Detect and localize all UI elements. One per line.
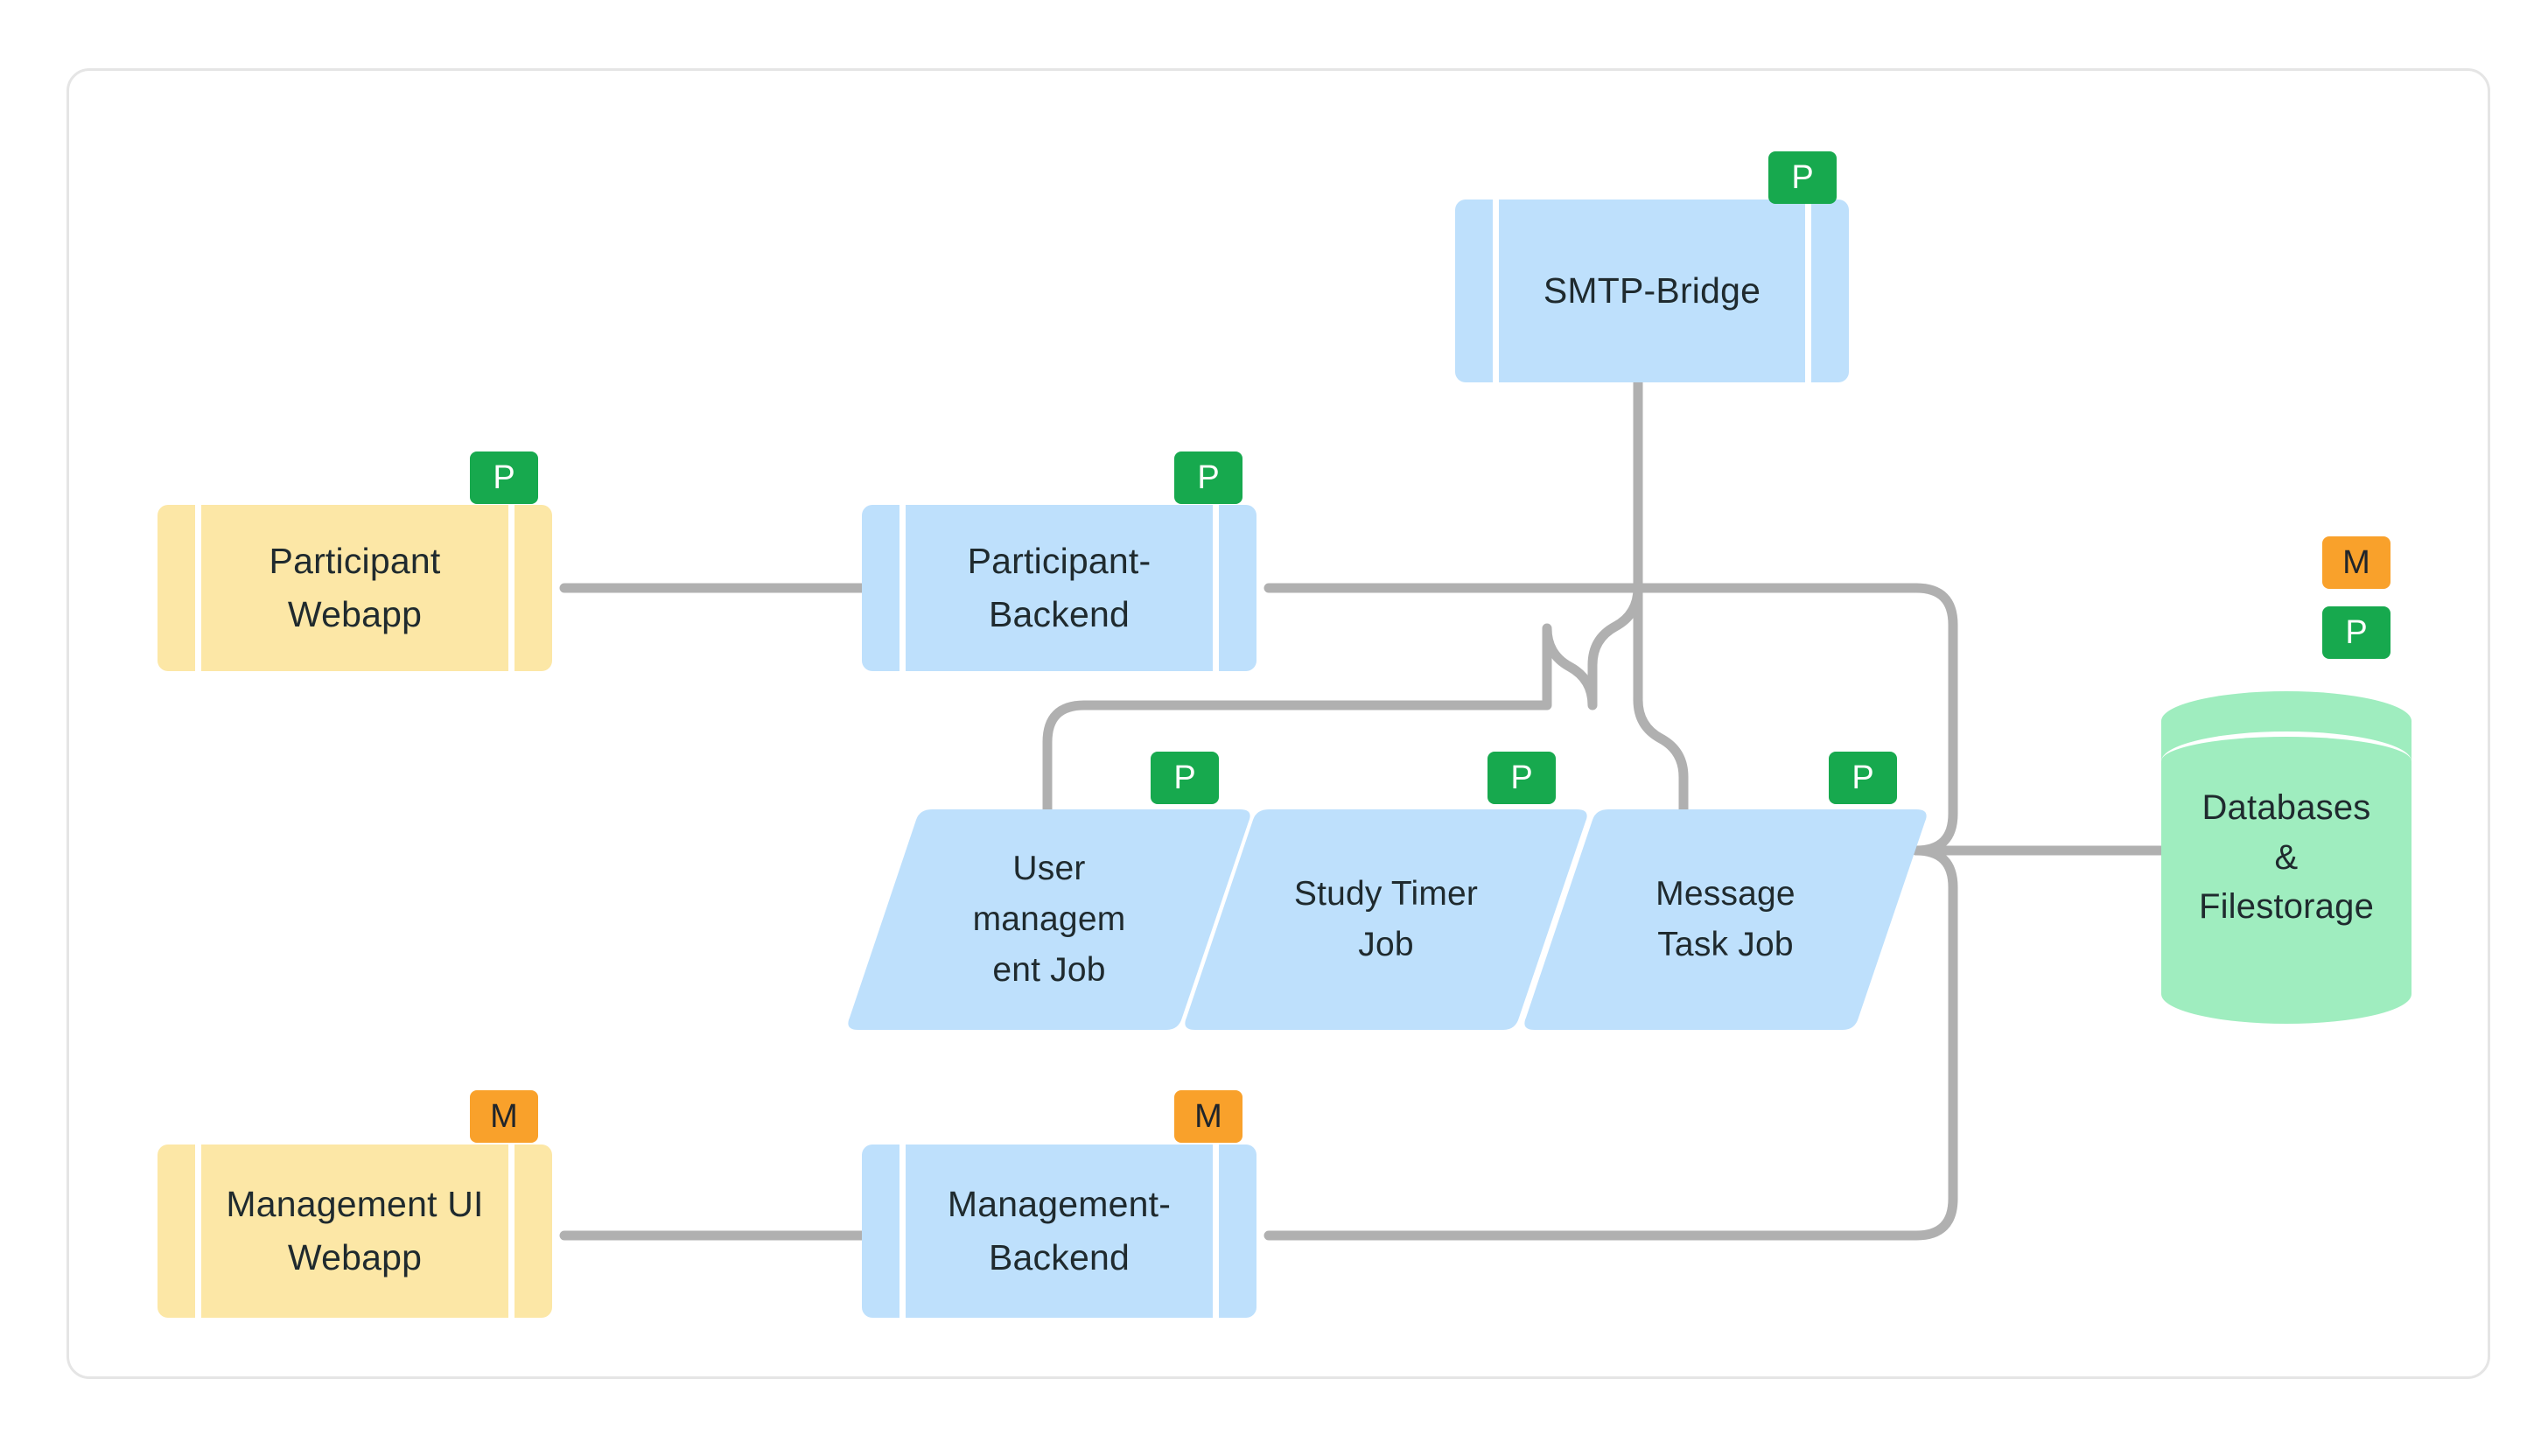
component-slit-right [1213,1144,1219,1318]
badge-participant-backend-p: P [1174,452,1242,504]
badge-databases-filestorage-m: M [2322,536,2390,589]
parallelogram-shape [1524,809,1927,1030]
badge-message-task-job-p: P [1829,752,1897,804]
badge-smtp-bridge-p: P [1768,151,1837,204]
badge-user-management-job-p: P [1151,752,1219,804]
node-message-task-job[interactable]: Message Task Job [1521,809,1930,1030]
cylinder-rim [2161,732,2412,791]
node-label-management-backend: Management- Backend [947,1184,1172,1278]
node-label-databases-filestorage: Databases & Filestorage [2198,788,2375,927]
badge-participant-webapp-p: P [470,452,538,504]
node-label-participant-backend: Participant- Backend [967,541,1152,634]
component-slit-right [508,505,514,671]
node-participant-backend[interactable]: Participant- Backend [862,505,1256,671]
node-study-timer-job[interactable]: Study Timer Job [1181,809,1591,1030]
component-slit-right [1805,200,1811,382]
component-slit-left [195,1144,201,1318]
component-slit-left [900,1144,906,1318]
component-slit-right [508,1144,514,1318]
badge-management-ui-webapp-m: M [470,1090,538,1143]
node-smtp-bridge[interactable]: SMTP-Bridge [1455,200,1849,382]
node-management-ui-webapp[interactable]: Management UI Webapp [158,1144,552,1318]
node-label-user-management-job: User managem ent Job [972,850,1126,989]
parallelogram-shape [848,809,1250,1030]
parallelogram-shape [1185,809,1587,1030]
node-label-participant-webapp: Participant Webapp [269,541,441,634]
component-slit-left [1493,200,1499,382]
badge-management-backend-m: M [1174,1090,1242,1143]
node-label-smtp-bridge: SMTP-Bridge [1543,270,1761,312]
node-management-backend[interactable]: Management- Backend [862,1144,1256,1318]
node-label-management-ui-webapp: Management UI Webapp [226,1184,484,1278]
node-databases-filestorage[interactable]: Databases & Filestorage [2161,691,2412,1024]
node-label-message-task-job: Message Task Job [1656,875,1796,963]
badge-databases-filestorage-p: P [2322,606,2390,659]
component-slit-left [195,505,201,671]
node-user-management-job[interactable]: User managem ent Job [844,809,1254,1030]
component-slit-right [1213,505,1219,671]
badge-study-timer-job-p: P [1488,752,1556,804]
node-participant-webapp[interactable]: Participant Webapp [158,505,552,671]
component-slit-left [900,505,906,671]
